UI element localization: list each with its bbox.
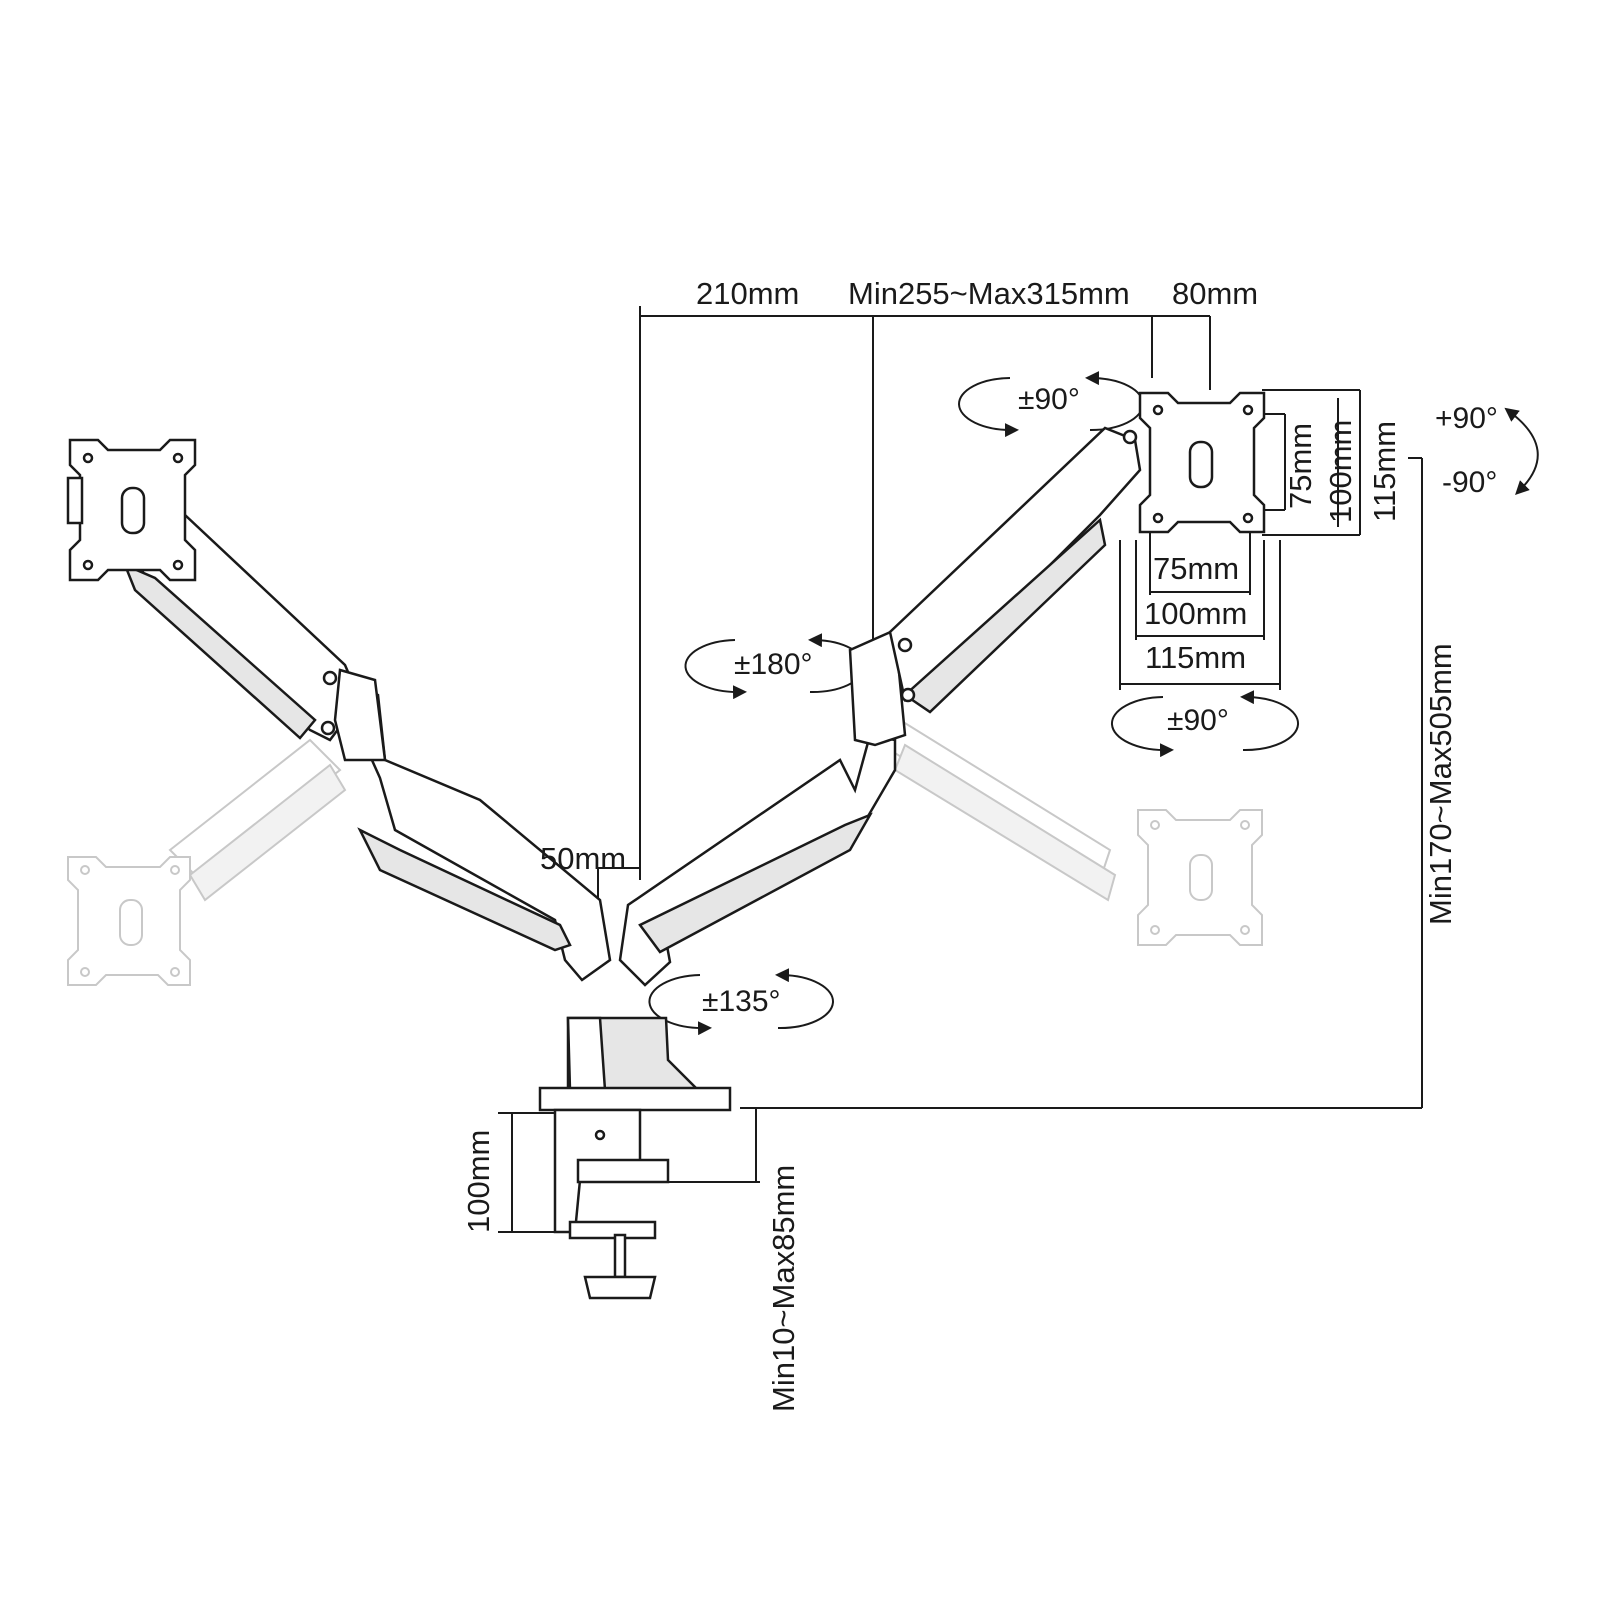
dim-50mm: 50mm bbox=[540, 841, 627, 876]
dim-vesa-h-75mm: 75mm bbox=[1153, 551, 1240, 586]
center-post-and-clamp bbox=[538, 1016, 732, 1300]
dim-vesa-v-115mm: 115mm bbox=[1367, 420, 1402, 522]
ghost-left-monitor-position bbox=[67, 738, 347, 986]
left-arm bbox=[122, 513, 612, 982]
dimension-lines bbox=[498, 306, 1423, 1233]
left-monitor-plate bbox=[66, 438, 197, 582]
dim-height-range: Min170~Max505mm bbox=[1423, 643, 1458, 925]
right-monitor-plate bbox=[1138, 391, 1266, 534]
dim-clamp-100mm: 100mm bbox=[461, 1129, 496, 1233]
dim-desk-thickness: Min10~Max85mm bbox=[766, 1164, 801, 1412]
dim-arm-range: Min255~Max315mm bbox=[848, 276, 1130, 311]
right-arm bbox=[618, 426, 1142, 987]
dim-210mm: 210mm bbox=[696, 276, 800, 311]
dim-vesa-h-100mm: 100mm bbox=[1144, 596, 1248, 631]
angle-swivel-90-top: ±90° bbox=[1018, 383, 1080, 416]
dim-vesa-h-115mm: 115mm bbox=[1145, 640, 1247, 675]
angle-tilt-down: -90° bbox=[1442, 466, 1498, 499]
angle-swivel-135: ±135° bbox=[702, 985, 781, 1018]
dim-vesa-v-100mm: 100mm bbox=[1323, 419, 1358, 523]
angle-swivel-180: ±180° bbox=[734, 648, 813, 681]
angle-tilt-up: +90° bbox=[1435, 402, 1498, 435]
dim-80mm: 80mm bbox=[1172, 276, 1259, 311]
angle-swivel-90-bottom: ±90° bbox=[1167, 704, 1229, 737]
ghost-right-monitor-position bbox=[888, 718, 1263, 946]
dim-vesa-v-75mm: 75mm bbox=[1283, 422, 1318, 509]
